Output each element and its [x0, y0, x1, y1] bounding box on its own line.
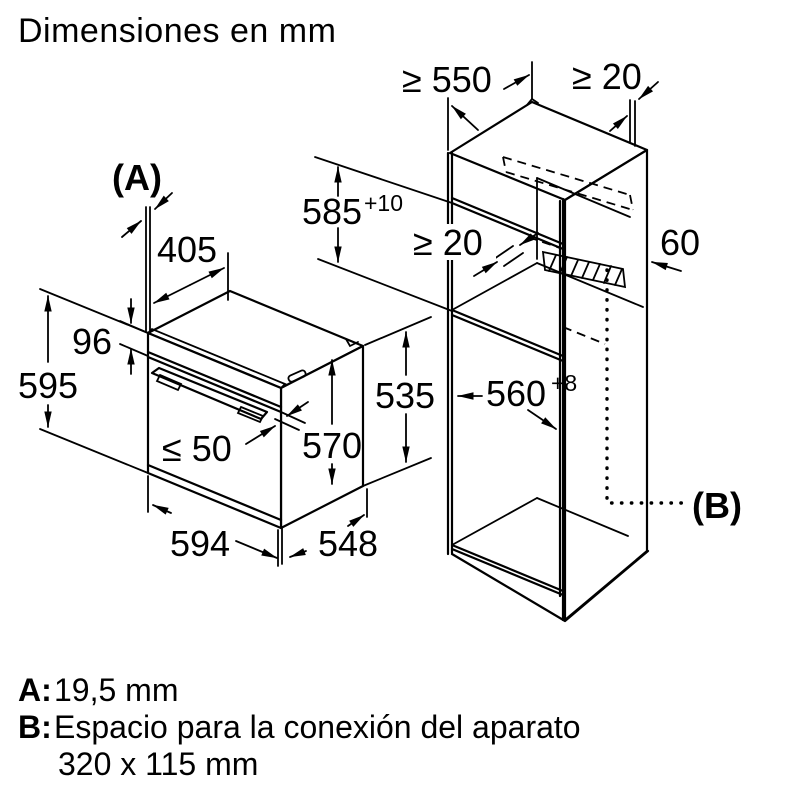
connection-space-label-b: (B) — [692, 485, 742, 526]
dim-560-tolerance: +8 — [551, 370, 577, 396]
dim-ge-20-top: ≥ 20 — [572, 56, 659, 147]
dim-585: 585 +10 — [302, 156, 453, 312]
connection-leader-dotted — [605, 268, 685, 505]
dim-ge-550-label: ≥ 550 — [402, 59, 492, 100]
legend-row-b: B: Espacio para la conexión del aparato — [18, 709, 581, 746]
legend-b-value: Espacio para la conexión del aparato — [54, 709, 581, 745]
oven-drawing: (A) 405 96 — [18, 157, 435, 567]
dim-535-label: 535 — [375, 375, 435, 416]
side-slot — [287, 369, 307, 383]
dim-595-label: 595 — [18, 365, 78, 406]
dim-594-label: 594 — [170, 523, 230, 564]
dim-a: (A) — [112, 157, 173, 335]
cabinet-right-side-face — [563, 148, 649, 622]
dim-le-50: ≤ 50 — [162, 401, 309, 469]
dim-585-label: 585 — [302, 191, 362, 232]
legend: A: 19,5 mm B: Espacio para la conexión d… — [18, 672, 581, 783]
dim-560-label: 560 — [486, 373, 546, 414]
dim-405: 405 — [153, 229, 229, 304]
dim-ge-550: ≥ 550 — [402, 59, 533, 151]
dim-535: 535 — [362, 316, 435, 487]
dim-595: 595 — [18, 288, 149, 474]
dim-548: 548 — [289, 488, 378, 564]
dim-le-50-label: ≤ 50 — [162, 428, 232, 469]
dim-ge-20-mid: ≥ 20 — [408, 222, 539, 277]
page-title: Dimensiones en mm — [18, 12, 337, 50]
dim-96: 96 — [72, 298, 149, 375]
dim-585-tolerance: +10 — [364, 190, 403, 216]
legend-a-value: 19,5 mm — [54, 672, 179, 708]
dim-594: 594 — [147, 475, 283, 567]
dim-405-label: 405 — [157, 229, 217, 270]
dim-570-label: 570 — [302, 425, 362, 466]
dim-548-label: 548 — [318, 523, 378, 564]
oven-door-handle — [150, 366, 269, 424]
dim-570: 570 — [302, 359, 362, 485]
dim-ge-20-mid-label: ≥ 20 — [413, 222, 483, 263]
legend-row-b2: 320 x 115 mm — [18, 746, 581, 783]
dim-96-label: 96 — [72, 321, 112, 362]
vent-hatch — [541, 250, 627, 289]
legend-b-value-2: 320 x 115 mm — [58, 746, 259, 782]
legend-row-a: A: 19,5 mm — [18, 672, 581, 709]
legend-a-key: A: — [18, 672, 52, 708]
dim-560: 560 +8 — [457, 370, 577, 430]
dim-60-label: 60 — [660, 222, 700, 263]
cabinet-drawing: ≥ 550 ≥ 20 585 +10 — [302, 56, 742, 623]
dim-a-label: (A) — [112, 157, 162, 198]
legend-b-key: B: — [18, 709, 52, 745]
dim-ge-20-top-label: ≥ 20 — [572, 56, 642, 97]
dim-60: 60 — [651, 222, 700, 272]
